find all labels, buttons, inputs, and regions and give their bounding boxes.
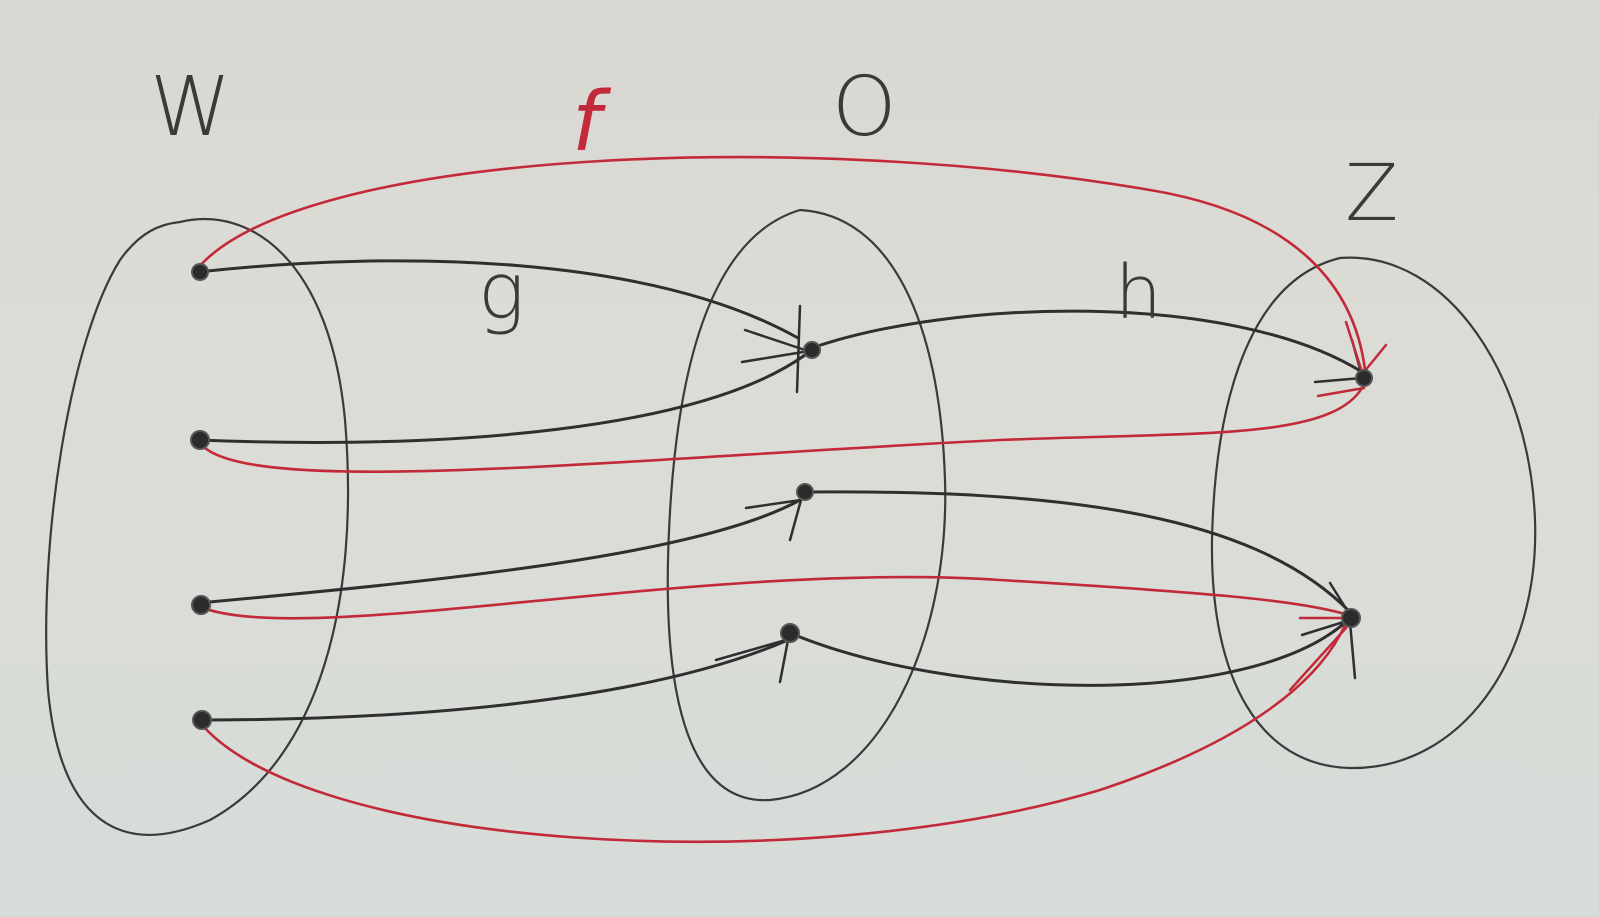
arrowhead-g-o2 (744, 498, 803, 542)
map-label-g: g (478, 247, 525, 337)
element-z2 (1341, 608, 1361, 628)
map-h-arrow-o3-to-z2 (788, 618, 1350, 687)
arrowhead-h-z2 (1300, 581, 1357, 680)
map-g-arrow-w3-to-o2 (196, 498, 802, 605)
arrowhead-f-z2 (1288, 616, 1350, 692)
element-w4 (192, 710, 212, 730)
arrowhead-g-o3 (714, 638, 790, 684)
set-w-outline (45, 217, 350, 836)
map-h-arrow-o2-to-z2 (803, 490, 1352, 614)
map-g-arrow-w2-to-o1 (196, 353, 807, 444)
element-o3 (780, 623, 800, 643)
map-h-arrow-o1-to-z1 (810, 309, 1364, 374)
element-z1 (1355, 369, 1373, 387)
element-w2 (190, 430, 210, 450)
map-label-h: h (1115, 250, 1162, 336)
map-f-arrow-w4-to-z2 (196, 623, 1347, 843)
map-g-arrow-w1-to-o1 (196, 259, 800, 340)
map-f-arrow-w2-to-z1 (196, 386, 1364, 473)
map-label-f: f (572, 75, 612, 170)
element-o2 (796, 483, 814, 501)
set-label-w: W (150, 60, 231, 155)
map-f-arrow-w1-to-z1 (196, 155, 1367, 372)
set-z-outline (1210, 256, 1537, 770)
set-label-o: O (832, 60, 897, 155)
set-label-z: Z (1345, 149, 1398, 239)
arrowhead-f-z1 (1316, 320, 1388, 398)
set-o-outline (666, 208, 947, 802)
element-w1 (191, 263, 209, 281)
element-o1 (803, 341, 821, 359)
map-g-arrow-w4-to-o3 (196, 638, 790, 722)
map-f-arrow-w3-to-z2 (196, 575, 1350, 620)
element-w3 (191, 595, 211, 615)
arrowhead-g-o1 (740, 304, 807, 394)
